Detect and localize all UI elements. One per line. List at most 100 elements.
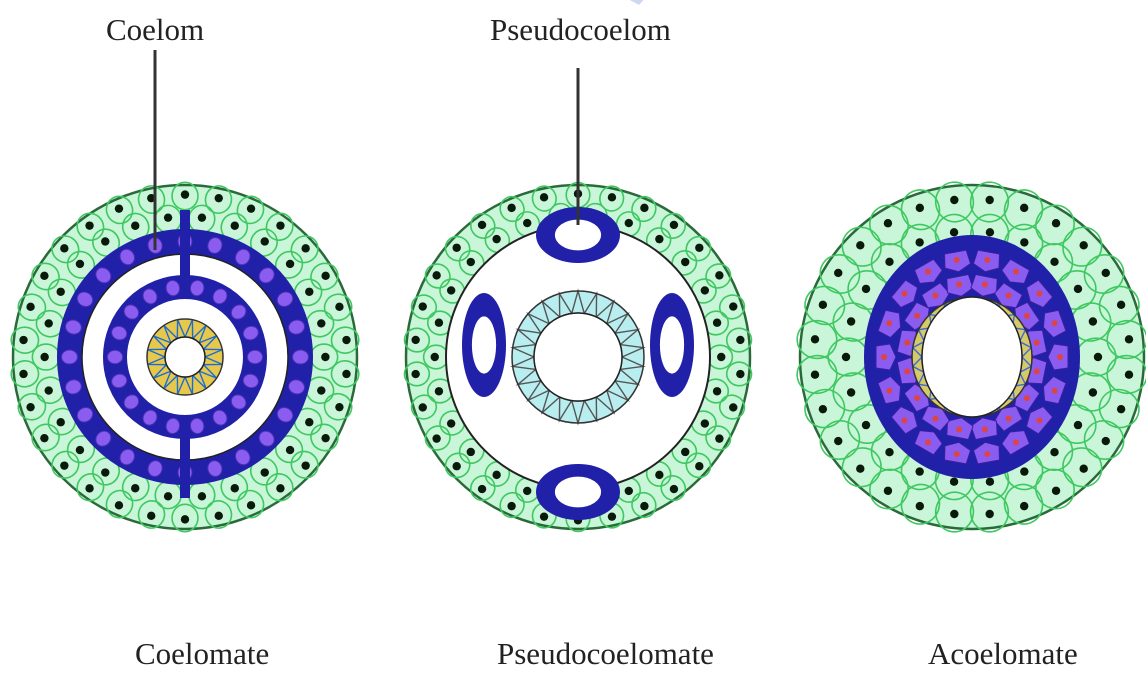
- coelomate-ectoderm-nucleus: [164, 492, 172, 500]
- acoel-mesoderm-nucleus: [956, 282, 962, 288]
- coelomate-ectoderm-nucleus: [342, 336, 350, 344]
- acoel-ectoderm-nucleus: [1020, 238, 1028, 246]
- acoel-ectoderm-nucleus: [856, 241, 864, 249]
- coelomate-ectoderm-nucleus: [26, 403, 34, 411]
- acoel-mesoderm-nucleus: [925, 269, 931, 275]
- acoel-ectoderm-nucleus: [819, 405, 827, 413]
- coelomate-ectoderm-nucleus: [147, 512, 155, 520]
- pseudo-ectoderm-nucleus: [452, 462, 460, 470]
- acoel-ectoderm-nucleus: [1020, 467, 1028, 475]
- acoel-mesoderm-nucleus: [902, 417, 908, 423]
- acoel-ectoderm-nucleus: [819, 301, 827, 309]
- coelomate-ectoderm-nucleus: [40, 434, 48, 442]
- pseudo-ectoderm-nucleus: [655, 471, 663, 479]
- pseudo-ectoderm-nucleus: [681, 258, 689, 266]
- pseudo-bottom-mesoderm-hole: [555, 477, 601, 508]
- coelomate-ectoderm-nucleus: [40, 272, 48, 280]
- acoel-ectoderm-nucleus: [1125, 335, 1133, 343]
- coelomate-ectoderm-nucleus: [60, 244, 68, 252]
- pseudo-ectoderm-nucleus: [452, 244, 460, 252]
- pseudo-ectoderm-nucleus: [670, 485, 678, 493]
- acoel-ectoderm-nucleus: [950, 228, 958, 236]
- pseudo-ectoderm-nucleus: [540, 512, 548, 520]
- pseudo-ectoderm-nucleus: [419, 403, 427, 411]
- pseudo-ectoderm-nucleus: [435, 387, 443, 395]
- acoel-ectoderm-nucleus: [1074, 421, 1082, 429]
- pseudo-ectoderm-nucleus: [411, 370, 419, 378]
- coelomate-ectoderm-nucleus: [342, 370, 350, 378]
- pseudo-ectoderm-nucleus: [523, 487, 531, 495]
- acoel-ectoderm-nucleus: [811, 335, 819, 343]
- coelomate-ectoderm-nucleus: [276, 484, 284, 492]
- acoel-ectoderm-nucleus: [915, 467, 923, 475]
- acoel-mesoderm-nucleus: [1013, 269, 1019, 275]
- acoel-mesoderm-nucleus: [982, 426, 988, 432]
- coelomate-ectoderm-nucleus: [115, 204, 123, 212]
- coelomate-ectoderm-nucleus: [85, 484, 93, 492]
- coelomate-ectoderm-nucleus: [26, 303, 34, 311]
- pseudo-ectoderm-nucleus: [640, 204, 648, 212]
- pseudo-ectoderm-nucleus: [467, 448, 475, 456]
- coelomate-ectoderm-nucleus: [317, 386, 325, 394]
- acoel-ectoderm-nucleus: [885, 448, 893, 456]
- acoel-ectoderm-nucleus: [950, 478, 958, 486]
- acoel-ectoderm-nucleus: [986, 478, 994, 486]
- acoel-mesoderm-nucleus: [1024, 313, 1030, 319]
- acoel-mesoderm-nucleus: [1036, 417, 1042, 423]
- acoel-mesoderm-nucleus: [1052, 320, 1058, 326]
- acoel-mesoderm-nucleus: [954, 257, 960, 263]
- coelomate-ectoderm-nucleus: [101, 237, 109, 245]
- acoel-ectoderm-nucleus: [847, 317, 855, 325]
- acoel-ectoderm-nucleus: [1074, 285, 1082, 293]
- pseudo-ectoderm-nucleus: [419, 302, 427, 310]
- acoel-ectoderm-nucleus: [842, 353, 850, 361]
- acoel-ectoderm-nucleus: [811, 370, 819, 378]
- pseudo-right-mesoderm-hole: [660, 316, 684, 373]
- coelomate-ectoderm-nucleus: [335, 403, 343, 411]
- pseudo-ectoderm-nucleus: [625, 219, 633, 227]
- coelomate-ectoderm-nucleus: [286, 446, 294, 454]
- coelomate-somatic-mesoderm-cell: [62, 350, 78, 364]
- pseudocoelom-label: Pseudocoelom: [490, 12, 671, 48]
- acoel-ectoderm-nucleus: [916, 204, 924, 212]
- coelomate-ectoderm-nucleus: [276, 221, 284, 229]
- acoel-mesoderm-nucleus: [904, 340, 910, 346]
- acoel-mesoderm-nucleus: [886, 320, 892, 326]
- pseudo-ectoderm-nucleus: [447, 286, 455, 294]
- acoel-ectoderm-nucleus: [915, 238, 923, 246]
- acoel-ectoderm-nucleus: [1102, 269, 1110, 277]
- acoel-mesoderm-nucleus: [914, 395, 920, 401]
- coelomate-cross-section: [10, 182, 360, 531]
- acoel-ectoderm-nucleus: [985, 196, 993, 204]
- pseudo-ectoderm-nucleus: [729, 403, 737, 411]
- acoel-ectoderm-nucleus: [1080, 465, 1088, 473]
- acoel-ectoderm-nucleus: [1094, 353, 1102, 361]
- pseudo-ectoderm-nucleus: [701, 286, 709, 294]
- coelomate-ectoderm-nucleus: [131, 484, 139, 492]
- pseudo-gut-lumen: [534, 313, 622, 401]
- acoel-ectoderm-nucleus: [1052, 219, 1060, 227]
- coelomate-gut-lumen: [165, 337, 205, 377]
- coelomate-dorsal-mesentery: [180, 210, 190, 278]
- coelomate-ectoderm-nucleus: [181, 515, 189, 523]
- pseudo-ectoderm-nucleus: [717, 353, 725, 361]
- coelomate-ectoderm-nucleus: [57, 418, 65, 426]
- acoel-ectoderm-nucleus: [1020, 502, 1028, 510]
- coelomate-label: Coelomate: [135, 636, 269, 672]
- pseudo-ectoderm-nucleus: [655, 235, 663, 243]
- acoel-mesoderm-nucleus: [1052, 388, 1058, 394]
- pseudo-ectoderm-nucleus: [695, 244, 703, 252]
- acoel-mesoderm-nucleus: [1024, 395, 1030, 401]
- coelomate-splanchnic-mesoderm-cell: [107, 350, 122, 363]
- acoel-ectoderm-nucleus: [884, 219, 892, 227]
- acoel-mesoderm-nucleus: [984, 257, 990, 263]
- acoel-mesoderm-nucleus: [1034, 368, 1040, 374]
- coelomate-ectoderm-nucleus: [215, 512, 223, 520]
- acoel-mesoderm-nucleus: [956, 426, 962, 432]
- pseudo-ectoderm-nucleus: [736, 336, 744, 344]
- coelomate-ectoderm-nucleus: [261, 468, 269, 476]
- acoel-ectoderm-nucleus: [1050, 448, 1058, 456]
- pseudo-ectoderm-nucleus: [435, 319, 443, 327]
- acoelomate-label: Acoelomate: [928, 636, 1078, 672]
